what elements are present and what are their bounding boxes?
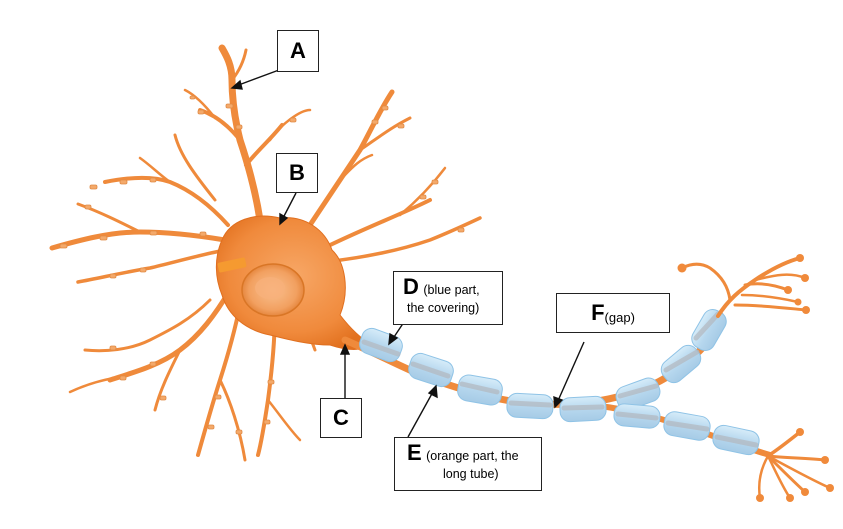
label-e-note-line2: long tube) xyxy=(443,467,499,481)
label-a-letter: A xyxy=(290,38,306,63)
pointer-arrows xyxy=(230,69,585,438)
arrow-e-head xyxy=(427,384,438,399)
dendrites xyxy=(49,44,482,462)
arrow-e xyxy=(407,389,435,438)
label-f-box: F (gap) xyxy=(556,293,670,333)
axon-terminals xyxy=(680,256,832,500)
label-e-letter: E xyxy=(407,440,422,465)
myelin-sheath xyxy=(359,308,760,456)
arrow-d-head xyxy=(388,332,399,346)
arrow-a-head xyxy=(230,79,243,90)
dendritic-spines xyxy=(59,95,465,435)
label-f-letter: F xyxy=(591,300,605,325)
label-c-letter: C xyxy=(333,405,349,430)
label-c-box: C xyxy=(320,398,362,438)
label-d-box: D (blue part, the covering) xyxy=(393,271,503,325)
myelin-core xyxy=(361,311,759,448)
label-d-note-line2: the covering) xyxy=(407,301,480,315)
arrow-b-head xyxy=(279,212,289,226)
arrow-f xyxy=(556,341,585,404)
arrow-b xyxy=(281,192,297,221)
terminal-buttons xyxy=(677,254,834,502)
label-d-letter: D xyxy=(403,274,419,299)
label-f-note: (gap) xyxy=(604,309,635,325)
soma-patch xyxy=(217,257,247,273)
label-a-box: A xyxy=(277,30,319,72)
label-e-box: E (orange part, the long tube) xyxy=(394,437,542,491)
arrow-a xyxy=(235,69,280,87)
arrow-f-head xyxy=(553,395,564,409)
arrow-c-head xyxy=(339,343,351,355)
label-e-note-line1: (orange part, the xyxy=(426,449,519,463)
label-b-letter: B xyxy=(289,160,305,185)
nucleolus xyxy=(255,277,285,299)
label-b-box: B xyxy=(276,153,318,193)
label-d-note-line1: (blue part, xyxy=(423,283,480,297)
